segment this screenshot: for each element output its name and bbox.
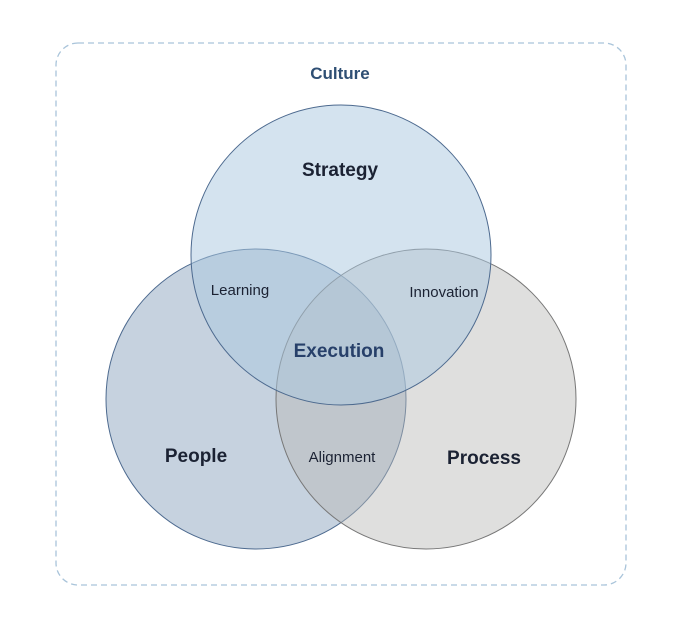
process-label: Process [447,448,521,469]
strategy-circle [190,104,492,406]
culture-label: Culture [310,64,370,83]
execution-label: Execution [294,341,385,362]
alignment-label: Alignment [309,449,377,466]
culture-container [55,42,627,586]
people-label: People [165,446,227,467]
innovation-label: Innovation [409,284,478,301]
learning-label: Learning [211,282,269,299]
strategy-label: Strategy [302,160,378,181]
